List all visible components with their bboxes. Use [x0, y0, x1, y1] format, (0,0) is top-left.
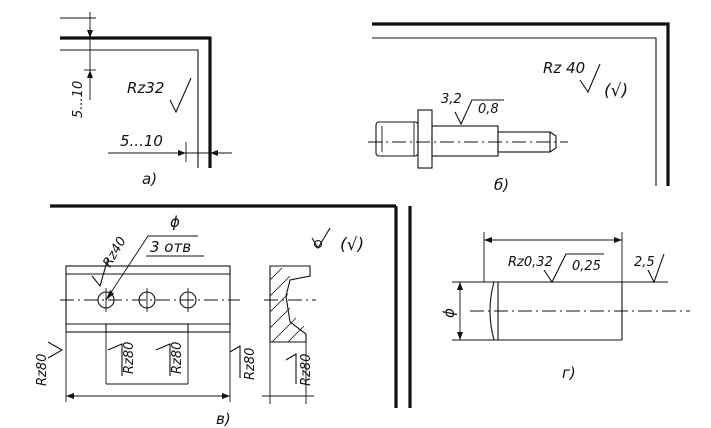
inner-roughness-right-label: Rz80	[170, 342, 185, 374]
frame-corner-outer	[60, 36, 212, 168]
leader-arrow	[106, 290, 114, 300]
dimension-arrow	[484, 237, 492, 243]
roughness-end: 2,5	[634, 255, 655, 270]
roughness-symbol	[579, 63, 601, 94]
profile-roughness-right-label: Rz80	[299, 354, 314, 386]
dimension-arrow	[87, 30, 93, 38]
roughness-value: Rz0,32	[508, 255, 553, 270]
roughness-symbol	[169, 77, 192, 114]
dimension-arrow	[210, 150, 218, 156]
roughness-symbol	[454, 99, 504, 126]
shaft-body	[431, 125, 499, 157]
roughness-symbol	[47, 341, 64, 359]
plate-inner	[105, 323, 189, 333]
corner-symbol-paren: (√)	[604, 81, 628, 101]
corner-roughness-label: Rz 40	[543, 59, 585, 77]
diameter-label: ϕ	[440, 308, 458, 318]
roughness-symbol	[155, 343, 171, 376]
hole-count-label: 3 отв	[150, 238, 191, 256]
roughness-symbol	[107, 343, 123, 376]
view-b: Rz 40 (√) 3,2 0,8 б)	[368, 22, 670, 194]
roughness-limit: 0,8	[478, 102, 499, 117]
dim-horizontal-label: 5...10	[120, 132, 163, 150]
roughness-circle	[313, 239, 323, 249]
view-v-caption: в)	[216, 410, 231, 428]
dimension-arrow	[66, 393, 74, 399]
frame-corner-outer	[372, 22, 670, 186]
dimension-arrow	[457, 282, 463, 290]
corner-symbol-paren: (√)	[340, 235, 364, 255]
profile-roughness-left-label: Rz80	[243, 348, 258, 380]
frame-corner-inner	[60, 49, 199, 168]
roughness-symbol	[543, 253, 604, 284]
plate-outline	[65, 265, 231, 333]
dimension-arrow	[457, 332, 463, 340]
dimension-arrow	[87, 70, 93, 78]
frame-corner-inner	[372, 37, 657, 186]
inner-roughness-left-label: Rz80	[122, 342, 137, 374]
view-a-caption: а)	[142, 170, 157, 188]
hole-diameter-label: ϕ	[170, 213, 180, 231]
roughness-symbol	[647, 253, 665, 284]
shaft-collar	[417, 109, 433, 169]
roughness-value: 3,2	[441, 92, 462, 107]
shaft-chamfer	[489, 281, 495, 341]
view-g-caption: г)	[562, 364, 576, 382]
dim-vertical-label: 5...10	[71, 81, 86, 118]
dimension-arrow	[222, 393, 230, 399]
roughness-symbol	[91, 257, 109, 288]
view-v: ϕ 3 отв Rz40 Rz80 Rz80 Rz80	[35, 204, 412, 428]
profile-hatch	[269, 267, 305, 343]
roughness-symbol	[285, 353, 297, 384]
roughness-label: Rz32	[127, 79, 164, 97]
dimension-arrow	[614, 237, 622, 243]
side-roughness-label: Rz80	[35, 354, 50, 386]
view-a: 5...10 Rz32 5...10 а)	[60, 12, 232, 188]
roughness-limit: 0,25	[572, 259, 601, 274]
view-g: ϕ Rz0,32 0,25 2,5 г)	[440, 232, 690, 382]
hole-roughness-label: Rz40	[100, 234, 129, 270]
leader-line	[105, 235, 198, 301]
view-b-caption: б)	[494, 176, 509, 194]
profile-section	[269, 265, 311, 343]
dimension-arrow	[178, 150, 186, 156]
roughness-symbol	[229, 345, 241, 378]
